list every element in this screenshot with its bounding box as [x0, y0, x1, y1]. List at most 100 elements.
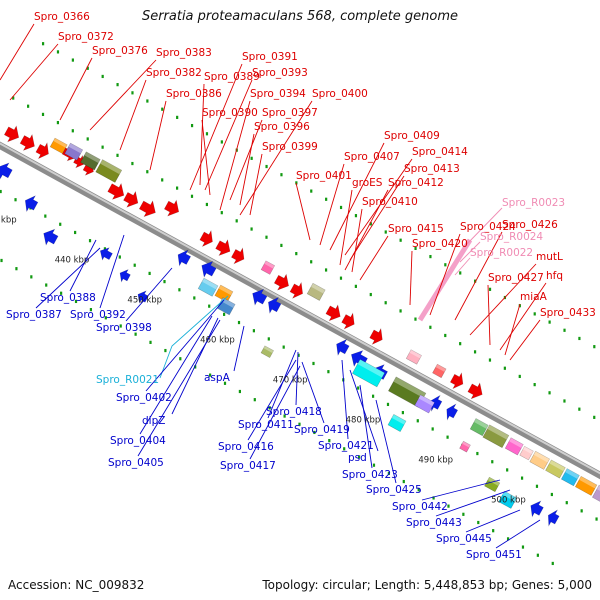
gene-arrow[interactable]	[106, 180, 129, 203]
gene-label[interactable]: Spro_0382	[146, 67, 202, 79]
gene-block[interactable]	[504, 437, 524, 456]
gene-label[interactable]: Spro_0419	[294, 424, 350, 436]
gene-block[interactable]	[405, 349, 422, 365]
gene-label[interactable]: Spro_0391	[242, 51, 298, 63]
gene-label[interactable]: Spro_0443	[406, 517, 462, 529]
gene-block[interactable]	[414, 394, 435, 414]
gene-label[interactable]: Spro_0451	[466, 549, 522, 561]
gene-label[interactable]: Spro_0394	[250, 88, 306, 100]
gene-block[interactable]	[306, 282, 326, 301]
gene-block[interactable]	[545, 459, 566, 479]
gene-label[interactable]: aspA	[204, 372, 231, 384]
gene-arrow[interactable]	[229, 245, 248, 267]
gene-label[interactable]: Spro_0416	[218, 441, 274, 453]
gene-arrow[interactable]	[39, 226, 60, 249]
gene-arrow[interactable]	[448, 370, 467, 392]
gene-arrow[interactable]	[197, 258, 218, 281]
gene-label[interactable]: Spro_0412	[388, 177, 444, 189]
gene-arrow[interactable]	[213, 237, 234, 260]
gene-block[interactable]	[560, 468, 580, 487]
gene-arrow[interactable]	[34, 140, 53, 162]
gene-arrow[interactable]	[97, 245, 114, 263]
gene-arrow[interactable]	[21, 193, 40, 215]
gene-label[interactable]: Spro_0418	[266, 406, 322, 418]
gene-label[interactable]: Spro_0383	[156, 47, 212, 59]
gene-block[interactable]	[214, 284, 234, 303]
gene-arrow[interactable]	[162, 197, 183, 220]
gene-arrow[interactable]	[324, 302, 345, 325]
gene-label[interactable]: Spro_0425	[366, 484, 422, 496]
gene-label[interactable]: Spro_0386	[166, 88, 222, 100]
gene-arrow[interactable]	[442, 401, 459, 422]
gene-block[interactable]	[260, 260, 276, 275]
gene-label[interactable]: Spro_0427	[488, 272, 544, 284]
gene-label[interactable]: Spro_0400	[312, 88, 368, 100]
gene-label[interactable]: Spro_0366	[34, 11, 90, 23]
gene-arrow[interactable]	[135, 288, 151, 305]
gene-label[interactable]: Spro_0414	[412, 146, 468, 158]
gene-block[interactable]	[95, 159, 123, 183]
gene-block[interactable]	[574, 475, 598, 496]
gene-block[interactable]	[387, 414, 407, 432]
gene-label[interactable]: Spro_0413	[404, 163, 460, 175]
gene-block[interactable]	[484, 476, 501, 493]
gene-block[interactable]	[519, 445, 534, 461]
gene-block[interactable]	[64, 142, 84, 161]
gene-label[interactable]: Spro_0392	[70, 309, 126, 321]
gene-arrow[interactable]	[0, 159, 14, 182]
gene-label[interactable]: Spro_0402	[116, 392, 172, 404]
gene-label[interactable]: Spro_0442	[392, 501, 448, 513]
gene-block[interactable]	[529, 450, 550, 470]
gene-arrow[interactable]	[288, 280, 307, 302]
gene-label[interactable]: Spro_0424	[460, 221, 516, 233]
gene-label[interactable]: Spro_0376	[92, 45, 148, 57]
gene-label[interactable]: Spro_0415	[388, 223, 444, 235]
gene-label[interactable]: hfq	[546, 270, 563, 282]
gene-arrow[interactable]	[121, 188, 142, 211]
gene-block[interactable]	[352, 359, 385, 388]
gene-arrow[interactable]	[174, 247, 193, 269]
gene-label[interactable]: Spro_0411	[238, 419, 294, 431]
gene-label[interactable]: Spro_0410	[362, 196, 418, 208]
gene-arrow[interactable]	[466, 380, 487, 403]
gene-block[interactable]	[197, 277, 219, 297]
gene-arrow[interactable]	[117, 267, 133, 284]
gene-block[interactable]	[216, 297, 236, 316]
gene-arrow[interactable]	[264, 294, 283, 316]
gene-label[interactable]: Spro_0404	[110, 435, 166, 447]
gene-label[interactable]: Spro_0390	[202, 107, 258, 119]
gene-arrow[interactable]	[526, 498, 545, 520]
gene-label[interactable]: Spro_0407	[344, 151, 400, 163]
gene-arrow[interactable]	[137, 197, 160, 220]
gene-label[interactable]: groES	[352, 177, 383, 189]
gene-label[interactable]: Spro_0405	[108, 457, 164, 469]
gene-arrow[interactable]	[332, 336, 351, 358]
gene-label[interactable]: dipZ	[142, 415, 165, 427]
gene-label[interactable]: Spro_0423	[342, 469, 398, 481]
gene-label[interactable]: Spro_0372	[58, 31, 114, 43]
rna-label[interactable]: Spro_R0023	[502, 197, 565, 209]
gene-arrow[interactable]	[198, 228, 217, 250]
gene-label[interactable]: Spro_0399	[262, 141, 318, 153]
gene-label[interactable]: Spro_0389	[204, 71, 260, 83]
gene-label[interactable]: Spro_0445	[436, 533, 492, 545]
gene-label[interactable]: Spro_0397	[262, 107, 318, 119]
gene-block[interactable]	[80, 151, 101, 171]
gene-arrow[interactable]	[2, 123, 23, 146]
rna-label[interactable]: Spro_R0021	[96, 374, 159, 386]
gene-label[interactable]: Spro_0426	[502, 219, 558, 231]
gene-arrow[interactable]	[544, 507, 561, 528]
gene-block[interactable]	[432, 363, 447, 379]
gene-label[interactable]: mutL	[536, 251, 563, 263]
gene-block[interactable]	[260, 345, 274, 358]
gene-label[interactable]: miaA	[520, 291, 548, 303]
gene-label[interactable]: Spro_0420	[412, 238, 468, 250]
gene-label[interactable]: Spro_0401	[296, 170, 352, 182]
gene-label[interactable]: Spro_0409	[384, 130, 440, 142]
gene-block[interactable]	[482, 424, 510, 449]
gene-arrow[interactable]	[248, 286, 269, 309]
gene-block[interactable]	[498, 490, 518, 509]
gene-label[interactable]: psd	[348, 452, 367, 464]
rna-label[interactable]: Spro_R0022	[470, 247, 533, 259]
gene-label[interactable]: Spro_0396	[254, 121, 310, 133]
